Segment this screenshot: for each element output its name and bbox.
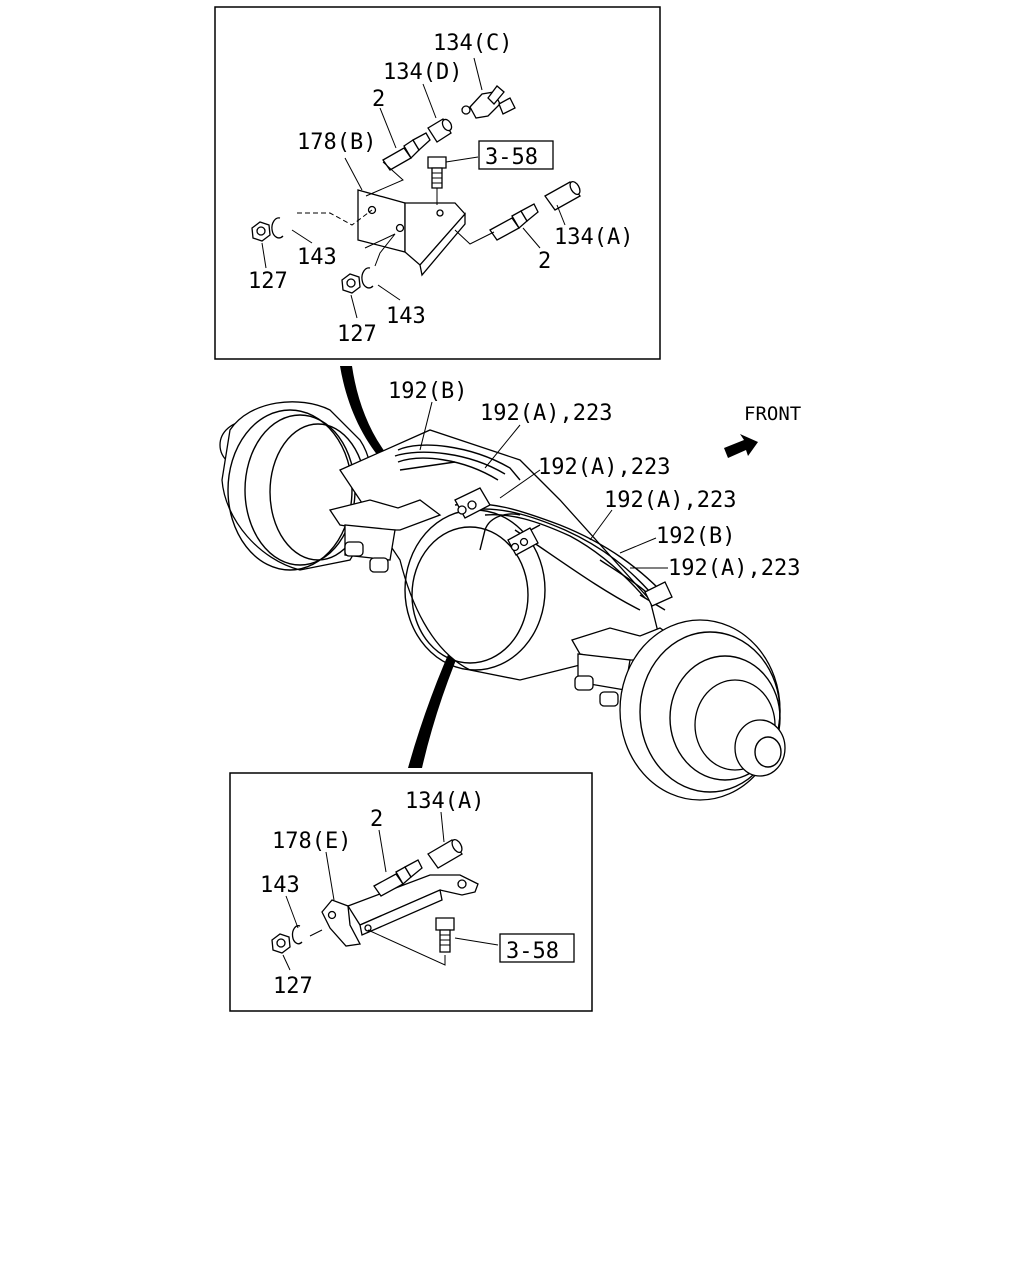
callout-192a-223-3: 192(A),223 — [604, 488, 736, 513]
rear-axle-assembly: FRONT 192(B) 192(A),223 192(A),223 192(A… — [219, 379, 801, 801]
detail-pointers — [340, 366, 505, 768]
bottom-detail-panel: 134(A) 2 178(E) 143 127 3-58 — [229, 772, 593, 1012]
washer-143-bottom — [361, 267, 374, 289]
assembly-guides-bottom — [309, 929, 446, 966]
sleeve-134d — [427, 118, 453, 143]
leaders-main — [419, 401, 668, 569]
connector-2-bottom — [373, 859, 423, 897]
ref-box-3-58-bottom — [499, 933, 575, 963]
callout-178e: 178(E) — [272, 829, 351, 854]
top-detail-panel: 134(C) 134(D) 2 178(B) 3-58 134(A) 2 143… — [214, 6, 661, 360]
right-brake-drum — [619, 619, 786, 801]
bottom-panel-frame — [229, 772, 593, 1012]
callout-192a-223-1: 192(A),223 — [480, 401, 612, 426]
callout-192b-1: 192(B) — [388, 379, 467, 404]
callout-134a-top: 134(A) — [554, 225, 633, 250]
callout-143-bottom-panel: 143 — [260, 873, 300, 898]
front-arrow: FRONT — [724, 403, 801, 458]
bolt-top — [427, 156, 447, 189]
bracket-178e — [321, 874, 479, 947]
callout-127-bottom: 127 — [337, 322, 377, 347]
nut-127-left — [251, 221, 271, 242]
nut-127-bottom — [341, 273, 361, 294]
callout-2-upper: 2 — [372, 87, 385, 112]
bolt-bottom — [435, 917, 455, 953]
callout-134a-bottom: 134(A) — [405, 789, 484, 814]
leaders-top — [261, 57, 566, 319]
callout-127-bottom-panel: 127 — [273, 974, 313, 999]
connector-2-upper — [382, 132, 431, 171]
callout-192a-223-4: 192(A),223 — [668, 556, 800, 581]
front-label: FRONT — [744, 403, 801, 425]
callout-143-left: 143 — [297, 245, 337, 270]
left-brake-drum — [219, 401, 373, 571]
pointer-top — [340, 366, 440, 504]
connector-2-right — [489, 203, 539, 241]
leaders-bottom — [282, 811, 499, 971]
left-spring-seat — [328, 499, 442, 573]
junction-center — [507, 527, 539, 556]
washer-143-left — [271, 217, 284, 239]
sleeve-134a-bottom — [427, 838, 463, 869]
junction-right — [644, 581, 673, 607]
callout-178b: 178(B) — [297, 130, 376, 155]
callout-192b-2: 192(B) — [656, 524, 735, 549]
tee-134c — [461, 85, 516, 119]
callout-2-bottom: 2 — [370, 807, 383, 832]
pointer-bottom — [408, 556, 505, 768]
junction-left — [454, 487, 491, 519]
front-arrow-icon — [724, 434, 758, 458]
callout-134c: 134(C) — [433, 31, 512, 56]
callout-143-bottom: 143 — [386, 304, 426, 329]
callout-134d: 134(D) — [383, 60, 462, 85]
callout-3-58-top: 3-58 — [485, 145, 538, 170]
callout-3-58-bottom: 3-58 — [506, 939, 559, 964]
sleeve-134a-top — [544, 180, 581, 211]
callout-192a-223-2: 192(A),223 — [538, 455, 670, 480]
callout-2-right: 2 — [538, 249, 551, 274]
callout-127-left: 127 — [248, 269, 288, 294]
nut-127-bottom-panel — [271, 933, 291, 954]
assembly-guides-top — [297, 161, 495, 267]
ref-box-3-58-top — [478, 140, 554, 170]
